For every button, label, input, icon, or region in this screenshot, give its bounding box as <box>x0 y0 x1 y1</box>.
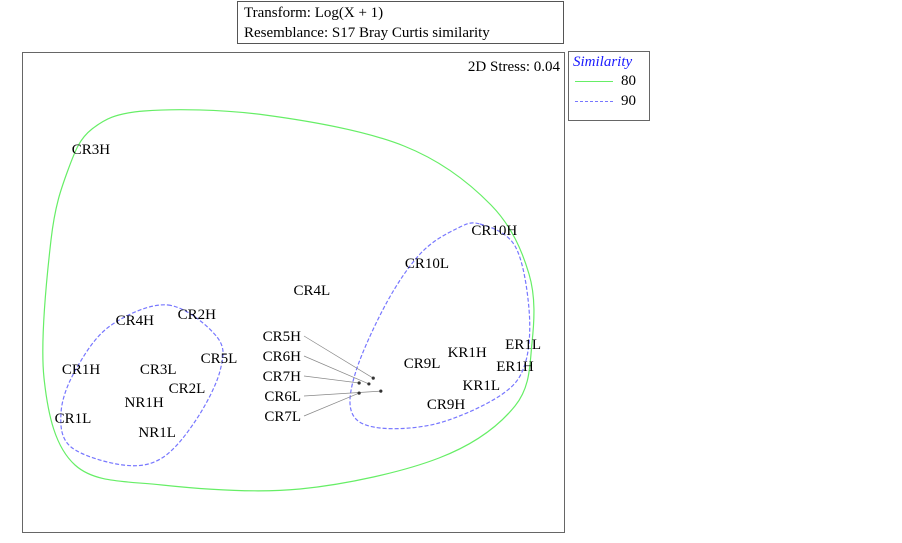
transform-label: Transform: Log(X + 1) <box>244 5 384 21</box>
point-label-kr1h: KR1H <box>448 345 487 361</box>
point-label-er1l: ER1L <box>505 337 541 353</box>
leader-line-cr7h <box>303 375 360 384</box>
point-label-cr4l: CR4L <box>294 283 331 299</box>
point-marker-cr6l <box>379 389 383 393</box>
point-label-cr6l: CR6L <box>264 389 301 405</box>
leader-line-cr6h <box>303 355 370 385</box>
legend-title: Similarity <box>573 54 633 70</box>
point-label-cr1h: CR1H <box>62 362 101 378</box>
solid-line-swatch <box>575 80 613 82</box>
leader-line-cr6l <box>303 390 381 397</box>
point-marker-cr7l <box>357 391 361 395</box>
resemblance-label: Resemblance: S17 Bray Curtis similarity <box>244 25 490 41</box>
point-marker-cr6h <box>367 382 371 386</box>
point-label-cr7h: CR7H <box>263 369 302 385</box>
stress-label: 2D Stress: 0.04 <box>467 59 560 75</box>
point-marker-cr5h <box>371 376 375 380</box>
similarity-80-contour <box>42 109 535 492</box>
point-label-cr1l: CR1L <box>55 411 92 427</box>
leader-line-cr7l <box>303 392 360 417</box>
point-label-nr1h: NR1H <box>125 395 164 411</box>
point-label-cr3h: CR3H <box>72 142 111 158</box>
point-label-cr2l: CR2L <box>169 381 206 397</box>
point-label-cr3l: CR3L <box>140 362 177 378</box>
leader-line-cr5h <box>303 335 374 379</box>
mds-plot-svg: CR3H CR10H CR10L CR4L CR4H CR2H CR5L CR1H CR3L CR… <box>42 109 541 492</box>
legend-label: 90 <box>621 92 636 109</box>
legend-entry-80: 80 <box>575 71 649 91</box>
similarity-90-contour-left <box>60 304 224 467</box>
transform-info-box: Transform: Log(X + 1) Resemblance: S17 B… <box>237 1 564 44</box>
point-label-kr1l: KR1L <box>463 378 501 394</box>
legend: Similarity 80 90 <box>568 51 650 121</box>
point-label-cr10h: CR10H <box>471 223 517 239</box>
point-label-cr9l: CR9L <box>404 356 441 372</box>
point-marker-cr7h <box>357 381 361 385</box>
point-label-cr9h: CR9H <box>427 397 466 413</box>
point-label-nr1l: NR1L <box>138 425 176 441</box>
similarity-90-contour-right <box>349 222 531 430</box>
point-label-cr6h: CR6H <box>263 349 302 365</box>
point-label-cr5h: CR5H <box>263 329 302 345</box>
point-label-cr10l: CR10L <box>405 256 449 272</box>
point-label-cr2h: CR2H <box>178 307 217 323</box>
point-label-cr7l: CR7L <box>264 409 301 425</box>
point-label-cr5l: CR5L <box>201 351 238 367</box>
point-label-er1h: ER1H <box>496 359 534 375</box>
dashed-line-swatch <box>575 100 613 102</box>
point-label-cr4h: CR4H <box>116 313 155 329</box>
legend-label: 80 <box>621 72 636 89</box>
legend-entry-90: 90 <box>575 91 649 111</box>
